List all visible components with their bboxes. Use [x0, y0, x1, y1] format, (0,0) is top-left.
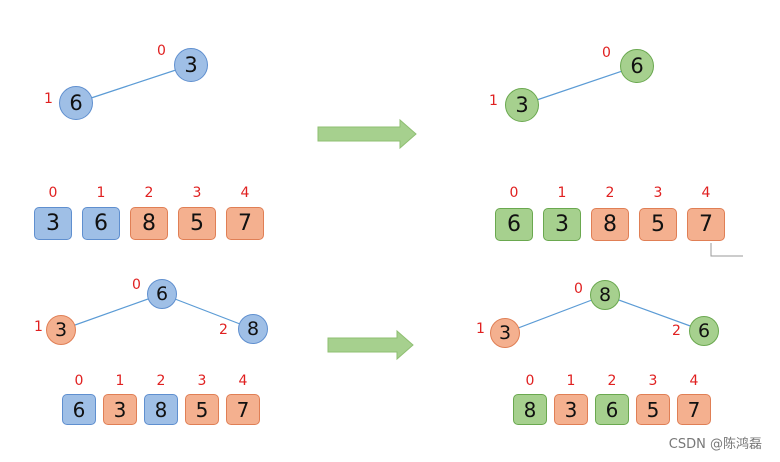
top_right-tree-node-index: 1	[489, 93, 498, 109]
bottom_right-array-cell: 5	[636, 394, 670, 425]
top_right-array-cell: 5	[639, 208, 677, 241]
top_right-array-index: 0	[509, 185, 519, 201]
transform-arrow-top	[317, 118, 417, 150]
top_right-tree-node: 6	[620, 49, 654, 83]
bottom_right-array-index: 2	[607, 373, 617, 389]
bottom_left-tree-node: 6	[147, 279, 177, 309]
top_right-array-index: 1	[557, 185, 567, 201]
top_left-tree-edge	[75, 64, 192, 104]
top_right-array-cell: 7	[687, 208, 725, 241]
bottom_right-tree-node: 8	[590, 280, 620, 310]
top_left-array-cell: 5	[178, 207, 216, 240]
top_right-tree-edge	[521, 65, 638, 106]
top_left-array-cell: 8	[130, 207, 168, 240]
bottom_left-array-index: 2	[156, 373, 166, 389]
bottom_right-tree-node-index: 2	[672, 323, 681, 339]
bottom_right-tree-edge	[504, 294, 606, 334]
bottom_left-tree-node: 3	[46, 315, 76, 345]
bottom_left-array-index: 1	[115, 373, 125, 389]
bottom_right-array-cell: 3	[554, 394, 588, 425]
bottom_right-tree-node-index: 0	[574, 281, 583, 297]
bottom_right-tree-node-index: 1	[476, 321, 485, 337]
top_right-array-cell: 8	[591, 208, 629, 241]
bottom_left-array-index: 4	[238, 373, 248, 389]
bottom_right-array-index: 4	[689, 373, 699, 389]
bottom_right-tree-node: 3	[490, 318, 520, 348]
bottom_left-array-cell: 7	[226, 394, 260, 425]
top_right-array-cell: 3	[543, 208, 581, 241]
bottom_left-array-cell: 5	[185, 394, 219, 425]
top_left-array-index: 1	[96, 185, 106, 201]
watermark: CSDN @陈鸿磊	[668, 437, 762, 452]
transform-arrow-bottom	[327, 329, 414, 361]
bottom_left-tree-node-index: 2	[219, 322, 228, 338]
connector-line	[710, 243, 743, 257]
bottom_right-tree-node: 6	[689, 316, 719, 346]
top_left-tree-node: 6	[59, 86, 93, 120]
bottom_right-array-cell: 7	[677, 394, 711, 425]
bottom_right-array-index: 3	[648, 373, 658, 389]
bottom_left-tree-node-index: 0	[132, 277, 141, 293]
top_right-array-cell: 6	[495, 208, 533, 241]
bottom_left-array-cell: 6	[62, 394, 96, 425]
top_left-tree-node: 3	[174, 48, 208, 82]
top_left-array-cell: 7	[226, 207, 264, 240]
top_right-array-index: 4	[701, 185, 711, 201]
bottom_right-tree-edge	[604, 294, 705, 332]
top_left-array-cell: 6	[82, 207, 120, 240]
top_left-array-cell: 3	[34, 207, 72, 240]
bottom_left-tree-node-index: 1	[34, 319, 43, 335]
top_left-tree-node-index: 0	[157, 43, 166, 59]
bottom_left-tree-edge	[161, 293, 254, 330]
top_left-tree-node-index: 1	[44, 91, 53, 107]
bottom_left-tree-edge	[60, 293, 163, 331]
top_right-array-index: 3	[653, 185, 663, 201]
top_right-tree-node: 3	[505, 88, 539, 122]
top_left-array-index: 2	[144, 185, 154, 201]
top_left-array-index: 3	[192, 185, 202, 201]
bottom_right-array-cell: 8	[513, 394, 547, 425]
bottom_right-array-index: 1	[566, 373, 576, 389]
bottom_left-array-index: 0	[74, 373, 84, 389]
top_left-array-index: 0	[48, 185, 58, 201]
bottom_right-array-index: 0	[525, 373, 535, 389]
bottom_left-array-cell: 3	[103, 394, 137, 425]
top_right-tree-node-index: 0	[602, 45, 611, 61]
top_left-array-index: 4	[240, 185, 250, 201]
bottom_right-array-cell: 6	[595, 394, 629, 425]
bottom_left-array-index: 3	[197, 373, 207, 389]
top_right-array-index: 2	[605, 185, 615, 201]
bottom_left-array-cell: 8	[144, 394, 178, 425]
bottom_left-tree-node: 8	[238, 314, 268, 344]
